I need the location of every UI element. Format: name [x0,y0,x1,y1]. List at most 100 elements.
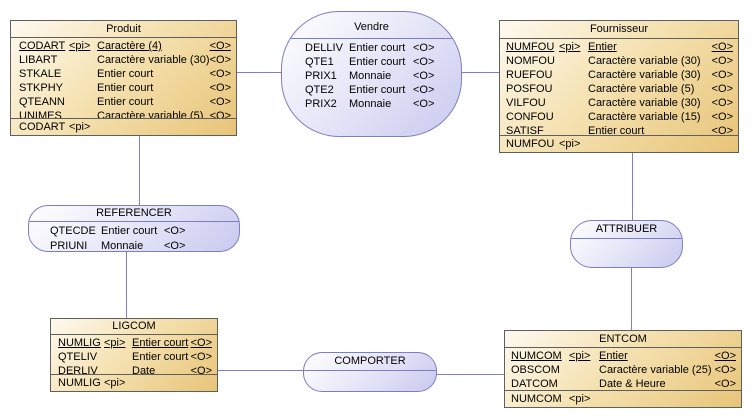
attribute-list: NUMFOU <pi> Entier <O> NOMFOU Caractère … [500,39,738,135]
attribute-type: Entier court [349,42,406,54]
attribute-row: OBSCOM Caractère variable (25) <O> [505,363,741,377]
connector-referencer-ligcom[interactable] [126,252,127,318]
attribute-mandatory-marker: <O> [711,97,733,109]
attribute-row: DELLIV Entier court <O> [282,41,461,55]
connector-produit-vendre[interactable] [237,72,287,73]
association-title: ATTRIBUER [571,221,682,239]
connector-fournisseur-attribuer[interactable] [632,153,633,220]
attribute-mandatory-marker: <O> [413,84,435,96]
attribute-pi-marker [569,377,599,390]
connector-comporter-entcom[interactable] [425,374,504,375]
entity-title: Fournisseur [500,21,738,39]
attribute-name: CODART [19,40,66,52]
identifier-name: NUMCOM [511,393,562,405]
attribute-pi-marker: <pi> [104,337,126,349]
attribute-row: NUMLIG <pi> Entier court <O> [51,336,217,350]
attribute-name: RUEFOU [506,69,553,81]
identifier-footer: NUMCOM <pi> [505,390,741,407]
entity-produit[interactable]: Produit CODART <pi> Caractère (4) <O> LI… [10,20,237,136]
attribute-type: Caractère (4) [97,40,162,52]
entity-ligcom[interactable]: LIGCOM NUMLIG <pi> Entier court <O> QTEL… [50,318,218,392]
attribute-type: Entier court [97,82,154,94]
attribute-row: RUEFOU Caractère variable (30) <O> [500,68,738,82]
attribute-mandatory-marker: <O> [190,365,212,374]
attribute-name: PRIUNI [50,240,88,251]
attribute-name: QTE1 [305,56,334,68]
attribute-type: Caractère variable (15) [588,111,701,123]
attribute-mandatory-marker: <O> [413,70,435,82]
attribute-type: Date & Heure [599,378,666,390]
association-attribuer[interactable]: ATTRIBUER [570,220,683,268]
attribute-row: PRIX2 Monnaie <O> [282,97,461,111]
association-comporter[interactable]: COMPORTER [303,352,437,392]
association-title: Vendre [282,12,461,39]
attribute-pi-marker [69,53,97,67]
attribute-mandatory-marker: <O> [711,55,733,67]
attribute-type: Entier court [349,56,406,68]
attribute-mandatory-marker: <O> [209,96,231,108]
attribute-type: Entier court [97,68,154,80]
attribute-row: STKPHY Entier court <O> [11,81,236,95]
attribute-type: Monnaie [101,240,144,251]
attribute-row: NUMFOU <pi> Entier <O> [500,40,738,54]
attribute-name: OBSCOM [511,364,560,376]
attribute-list-empty [304,371,436,391]
association-title: REFERENCER [29,206,239,222]
attribute-pi-marker: <pi> [569,350,591,362]
identifier-name: NUMLIG [58,377,101,389]
attribute-name: NOMFOU [506,55,555,67]
identifier-pi-marker: <pi> [69,121,91,133]
attribute-type: Caractère variable (5) [588,83,695,95]
connector-produit-referencer[interactable] [139,136,140,205]
attribute-name: NUMLIG [58,337,101,349]
attribute-name: NUMFOU [506,41,555,53]
entity-title: LIGCOM [51,319,217,335]
connector-ligcom-comporter[interactable] [218,370,328,371]
attribute-row: VILFOU Caractère variable (30) <O> [500,96,738,110]
attribute-mandatory-marker: <O> [711,83,733,95]
connector-attribuer-entcom[interactable] [631,268,632,330]
attribute-pi-marker [559,82,588,96]
attribute-list: NUMCOM <pi> Entier <O> OBSCOM Caractère … [505,348,741,390]
attribute-pi-marker: <pi> [559,41,581,53]
attribute-name: STKPHY [19,82,64,94]
identifier-pi-marker: <pi> [559,138,581,150]
attribute-row: QTE1 Entier court <O> [282,55,461,69]
attribute-pi-marker [69,67,97,81]
attribute-mandatory-marker: <O> [711,125,733,135]
attribute-row: PRIX1 Monnaie <O> [282,69,461,83]
attribute-type: Monnaie [349,70,392,82]
attribute-row: NUMCOM <pi> Entier <O> [505,349,741,363]
attribute-list: DELLIV Entier court <O> QTE1 Entier cour… [282,39,461,136]
identifier-name: CODART [19,121,66,133]
attribute-row: QTELIV Entier court <O> [51,350,217,364]
association-vendre[interactable]: Vendre DELLIV Entier court <O> QTE1 Enti… [281,11,462,137]
attribute-name: DELLIV [305,42,343,54]
entity-fournisseur[interactable]: Fournisseur NUMFOU <pi> Entier <O> NOMFO… [499,20,739,153]
attribute-pi-marker [69,109,97,118]
attribute-mandatory-marker: <O> [209,40,231,52]
attribute-name: PRIX1 [305,70,337,82]
attribute-type: Entier court [588,125,645,135]
association-referencer[interactable]: REFERENCER QTECDE Entier court <O> PRIUN… [28,205,240,252]
association-title: COMPORTER [304,353,436,371]
attribute-mandatory-marker: <O> [413,98,435,110]
attribute-list-empty [571,239,682,267]
entity-title: Produit [11,21,236,38]
attribute-pi-marker [104,350,132,364]
attribute-mandatory-marker: <O> [714,364,736,376]
entity-entcom[interactable]: ENTCOM NUMCOM <pi> Entier <O> OBSCOM Car… [504,330,742,408]
attribute-row: SATISF Entier court <O> [500,124,738,135]
attribute-row: DATCOM Date & Heure <O> [505,377,741,390]
attribute-pi-marker [559,110,588,124]
identifier-pi-marker: <pi> [104,377,126,389]
attribute-type: Entier [588,41,617,53]
attribute-name: POSFOU [506,83,553,95]
attribute-name: DERLIV [58,365,98,374]
attribute-type: Caractère variable (30) [588,97,701,109]
entity-title: ENTCOM [505,331,741,348]
attribute-name: QTELIV [58,351,98,363]
connector-vendre-fournisseur[interactable] [455,72,499,73]
attribute-row: PRIUNI Monnaie <O> [29,239,239,251]
attribute-name: STKALE [19,68,62,80]
